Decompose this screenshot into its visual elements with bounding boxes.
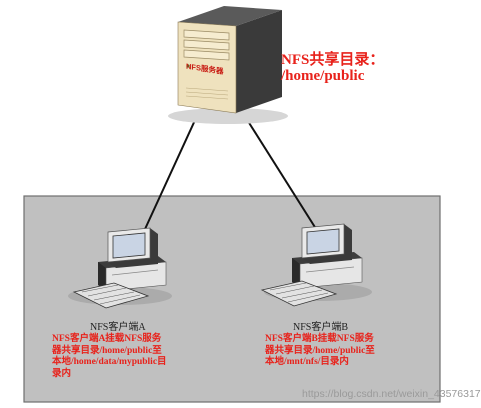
client-b-description-line: 本地/mnt/nfs/目录内 — [265, 357, 349, 367]
watermark-url: https://blog.csdn.net/weixin_43576317 — [302, 388, 481, 400]
client-a-description-line: 器共享目录/home/public至 — [52, 345, 162, 356]
link-server-client-b — [245, 117, 319, 233]
nfs-share-path: /home/public — [281, 68, 365, 84]
link-server-client-a — [139, 117, 197, 241]
client-a-description: NFS客户端A挂载NFS服务 器共享目录/home/public至 本地/hom… — [52, 334, 202, 380]
client-b-name: NFS客户端B — [293, 322, 349, 333]
client-b-computer-icon — [260, 223, 372, 307]
client-b-description: NFS客户端B挂载NFS服务 器共享目录/home/public至 本地/mnt… — [265, 334, 425, 369]
client-a-description-line: NFS客户端A挂载NFS服务 — [52, 334, 162, 344]
client-b-description-line: NFS客户端B挂载NFS服务 — [265, 334, 374, 344]
nfs-share-title: NFS共享目录： — [281, 52, 385, 68]
client-b-description-line: 器共享目录/home/public至 — [265, 345, 375, 356]
client-a-description-line: 录内 — [52, 368, 72, 379]
client-a-name: NFS客户端A — [90, 322, 146, 333]
server-icon — [168, 6, 288, 124]
client-a-computer-icon — [68, 227, 172, 309]
client-a-description-line: 本地/home/data/mypublic目 — [52, 357, 167, 367]
